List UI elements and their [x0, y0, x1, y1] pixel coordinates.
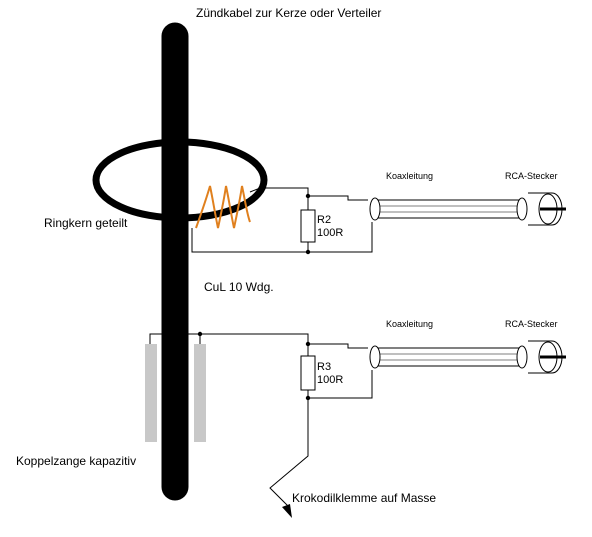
- resistor-r2: [300, 209, 316, 243]
- capacitive-clamp-label: Koppelzange kapazitiv: [16, 454, 136, 468]
- winding-label: CuL 10 Wdg.: [204, 280, 274, 294]
- coax-upper-end-left: [369, 197, 381, 221]
- r2-name-label: R2: [317, 214, 331, 226]
- rca-lower-label: RCA-Stecker: [505, 319, 558, 329]
- ignition-cable-label: Zündkabel zur Kerze oder Verteiler: [196, 6, 381, 20]
- clamp-plate-right: [194, 344, 206, 442]
- clamp-plate-left: [145, 344, 157, 442]
- coax-lower-end-right: [516, 345, 528, 369]
- ground-lead: [269, 398, 309, 509]
- coax-upper-label: Koaxleitung: [386, 171, 433, 181]
- coax-upper-end-right: [516, 197, 528, 221]
- r3-name-label: R3: [317, 361, 331, 373]
- r2-junction-bottom: [305, 249, 311, 255]
- upper-wire-bottom: [191, 222, 373, 253]
- r3-value-label: 100R: [317, 374, 343, 386]
- alligator-clip-arrow: [282, 504, 292, 518]
- split-ring-core-label: Ringkern geteilt: [44, 216, 128, 230]
- coil-winding: [195, 185, 251, 229]
- r3-junction-top: [305, 341, 311, 347]
- r2-junction-top: [305, 193, 311, 199]
- clamp-junction: [197, 331, 203, 337]
- coax-lower-end-left: [369, 345, 381, 369]
- r2-value-label: 100R: [317, 227, 343, 239]
- lower-wire-bottom: [307, 370, 373, 399]
- rca-upper-label: RCA-Stecker: [505, 171, 558, 181]
- coax-lower-label: Koaxleitung: [386, 319, 433, 329]
- upper-wire-top: [249, 187, 368, 201]
- ring-core-front: [92, 179, 268, 222]
- resistor-r3: [300, 355, 316, 391]
- alligator-clip-label: Krokodilklemme auf Masse: [292, 491, 436, 505]
